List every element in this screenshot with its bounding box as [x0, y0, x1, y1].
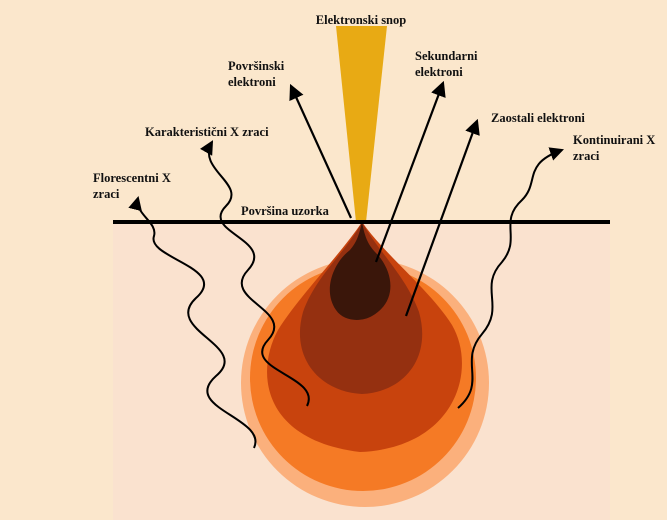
sample-surface-label: Površina uzorka: [241, 204, 330, 218]
characteristic-xrays-label: Karakteristični X zraci: [145, 125, 269, 139]
surface-electrons-label-line1: Površinski: [228, 59, 285, 73]
fluorescent-xrays-label-line1: Florescentni X: [93, 171, 171, 185]
fluorescent-xrays-label-line2: zraci: [93, 187, 120, 201]
continuum-xrays-label-line1: Kontinuirani X: [573, 133, 655, 147]
surface-electrons-label-line2: elektroni: [228, 75, 276, 89]
secondary-electrons-label-line2: elektroni: [415, 65, 463, 79]
beam-label: Elektronski snop: [316, 13, 406, 27]
continuum-xrays-label-line2: zraci: [573, 149, 600, 163]
backscattered-electrons-label: Zaostali elektroni: [491, 111, 585, 125]
secondary-electrons-label-line1: Sekundarni: [415, 49, 478, 63]
